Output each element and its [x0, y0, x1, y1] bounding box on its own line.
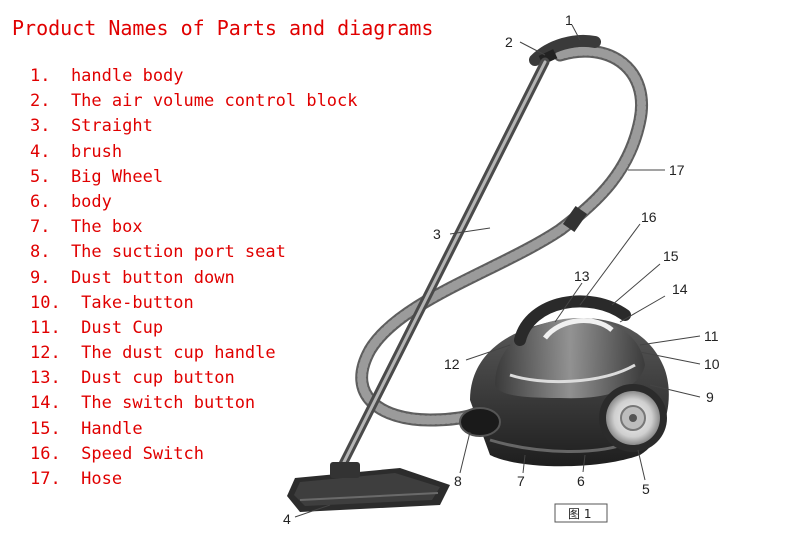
callout-11: 11 [704, 328, 719, 344]
callout-3: 3 [433, 226, 441, 242]
parts-list: 1. handle body 2. The air volume control… [30, 64, 358, 492]
list-item: 6. body [30, 191, 112, 212]
hose [355, 44, 648, 427]
callout-5: 5 [642, 481, 650, 497]
floor-brush [287, 462, 450, 512]
list-item: 4. brush [30, 141, 123, 162]
list-item: 5. Big Wheel [30, 166, 164, 187]
list-item: 8. The suction port seat [30, 242, 286, 263]
figure-label-text: 图 1 [568, 507, 591, 521]
callout-numbers: 1 2 3 4 5 6 7 8 9 10 11 12 13 14 15 16 1… [283, 12, 720, 527]
list-item: 10. Take-button [30, 292, 194, 313]
callout-17: 17 [669, 162, 685, 178]
list-item: 1. handle body [30, 66, 184, 86]
callout-14: 14 [672, 281, 688, 297]
straight-wand [335, 57, 550, 475]
callout-4: 4 [283, 511, 291, 527]
callout-2: 2 [505, 34, 513, 50]
figure-label: 图 1 [554, 503, 608, 523]
list-item: 13. Dust cup button [30, 368, 235, 389]
list-item: 12. The dust cup handle [30, 343, 276, 364]
callout-10: 10 [704, 356, 720, 372]
list-item: 17. Hose [30, 469, 123, 489]
list-item: 2. The air volume control block [30, 91, 358, 112]
callout-9: 9 [706, 389, 714, 405]
callout-12: 12 [444, 356, 460, 372]
carry-handle [514, 295, 631, 346]
list-item: 15. Handle [30, 418, 143, 439]
dust-cup [495, 318, 645, 399]
callout-1: 1 [565, 12, 573, 28]
list-item: 9. Dust button down [30, 267, 235, 288]
list-item: 14. The switch button [30, 393, 256, 414]
list-item: 11. Dust Cup [30, 317, 164, 338]
page-title: Product Names of Parts and diagrams [12, 16, 434, 40]
callout-6: 6 [577, 473, 585, 489]
list-item: 3. Straight [30, 116, 153, 137]
callout-13: 13 [574, 268, 590, 284]
list-item: 7. The box [30, 217, 143, 238]
callout-8: 8 [454, 473, 462, 489]
callout-15: 15 [663, 248, 679, 264]
big-wheel [599, 384, 667, 452]
callout-16: 16 [641, 209, 657, 225]
callout-lines [294, 24, 701, 518]
callout-7: 7 [517, 473, 525, 489]
list-item: 16. Speed Switch [30, 443, 204, 464]
